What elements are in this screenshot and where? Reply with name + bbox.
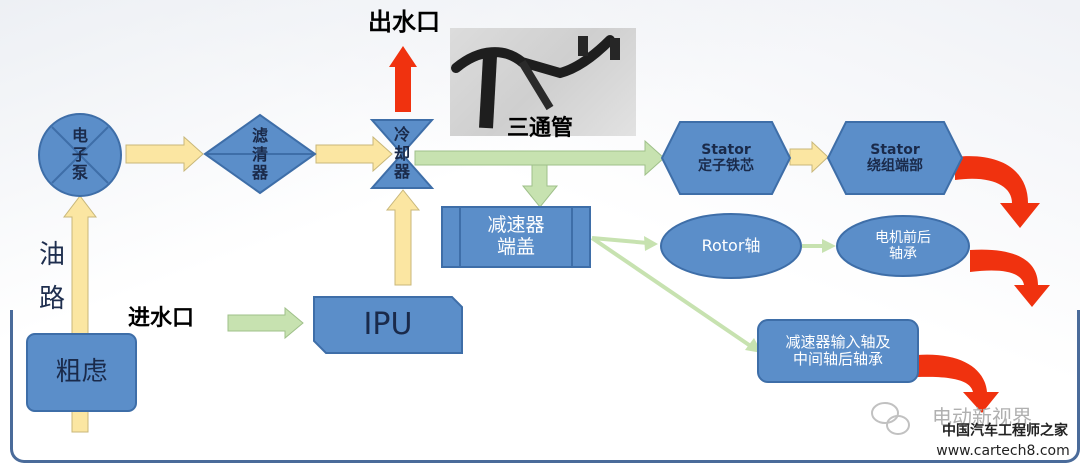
arrow-pump-to-filter [125,135,204,173]
tee-pipe-photo [450,28,636,136]
arrow-cooler-to-stator [414,139,665,177]
arrowhead-to-rotor [644,236,658,251]
arrow-inlet-to-ipu [227,306,304,340]
red-arrow-outlet [389,46,417,112]
stator-core-label-en: Stator [701,141,751,158]
tee-pipe-icon [451,35,620,129]
pump-label-line-2: 子 [71,144,88,164]
stator-core-label-cn: 定子铁芯 [698,158,754,174]
watermark-site-cn: 中国汽车工程师之家 [942,422,1068,439]
motor-bearing-label: 电机前后 轴承 [838,220,968,272]
stator-winding-label-cn: 绕组端部 [867,158,923,174]
cooler-label-line-2: 却 [393,143,410,163]
watermark-site-url: www.cartech8.com [936,442,1070,459]
reducer-shaft-label-line-2: 中间轴后轴承 [792,350,883,368]
cooler-label-line-3: 器 [393,162,410,182]
arrow-tee-down [521,164,559,208]
stator-core-label: Stator 定子铁芯 [664,126,788,190]
motor-bearing-label-line-1: 电机前后 [875,229,931,246]
ipu-node [313,296,463,354]
reducer-cover-node [441,206,591,268]
pump-node [38,113,122,197]
strainer-node [26,333,137,412]
cooler-node [369,119,435,189]
filter-label-line-2: 清 [251,144,268,164]
reducer-cover-label-line-1: 减速器 [487,214,545,237]
ipu-label: IPU [363,306,413,342]
outlet-label: 出水口 [368,8,440,37]
arrow-filter-to-cooler [315,135,393,173]
stator-winding-label-en: Stator [870,141,920,158]
reducer-shaft-label: 减速器输入轴及 中间轴后轴承 [758,322,918,380]
oil-path-label-line-2: 路 [38,284,65,314]
filter-node [203,113,317,195]
stator-core-node [660,121,792,195]
stator-winding-label: Stator 绕组端部 [830,126,960,190]
watermark-brand: 电动新视界 [932,404,1032,429]
thin-green-arrows [590,236,824,349]
oil-path-label-line-1: 油 [38,240,65,271]
reducer-shaft-node [757,319,919,383]
cooler-label-line-1: 冷 [393,125,410,145]
motor-bearing-label-line-2: 轴承 [889,246,917,262]
wechat-icon [871,402,910,435]
arrowhead-to-bearing [822,239,836,253]
inlet-label: 进水口 [127,306,194,332]
filter-label-line-1: 滤 [251,126,268,146]
reducer-cover-label-line-2: 端盖 [496,236,535,258]
oil-sump-outline [10,310,1080,463]
red-arrow-reducer-shaft [917,354,999,413]
pump-label-line-1: 电 [71,126,88,146]
red-arrow-winding [955,156,1040,228]
rotor-shaft-label: Rotor轴 [701,235,761,255]
reducer-cover-label: 减速器 端盖 [460,208,572,266]
arrow-core-to-winding [789,140,829,174]
pump-label-line-3: 泵 [71,163,88,183]
rotor-shaft-node [660,213,802,279]
oil-path-label: 油 路 [26,228,78,328]
tee-label: 三通管 [506,116,573,142]
motor-bearing-node [836,215,970,277]
arrow-ipu-to-cooler [385,189,421,286]
strainer-label: 粗虑 [55,356,108,387]
pump-label: 电 子 泵 [56,117,104,193]
cooler-label: 冷 却 器 [378,118,426,190]
stator-winding-node [826,121,964,195]
reducer-shaft-label-line-1: 减速器输入轴及 [785,332,891,351]
filter-label-line-3: 器 [251,163,268,183]
filter-label: 滤 清 器 [236,118,284,192]
red-arrow-bearing [970,249,1050,307]
